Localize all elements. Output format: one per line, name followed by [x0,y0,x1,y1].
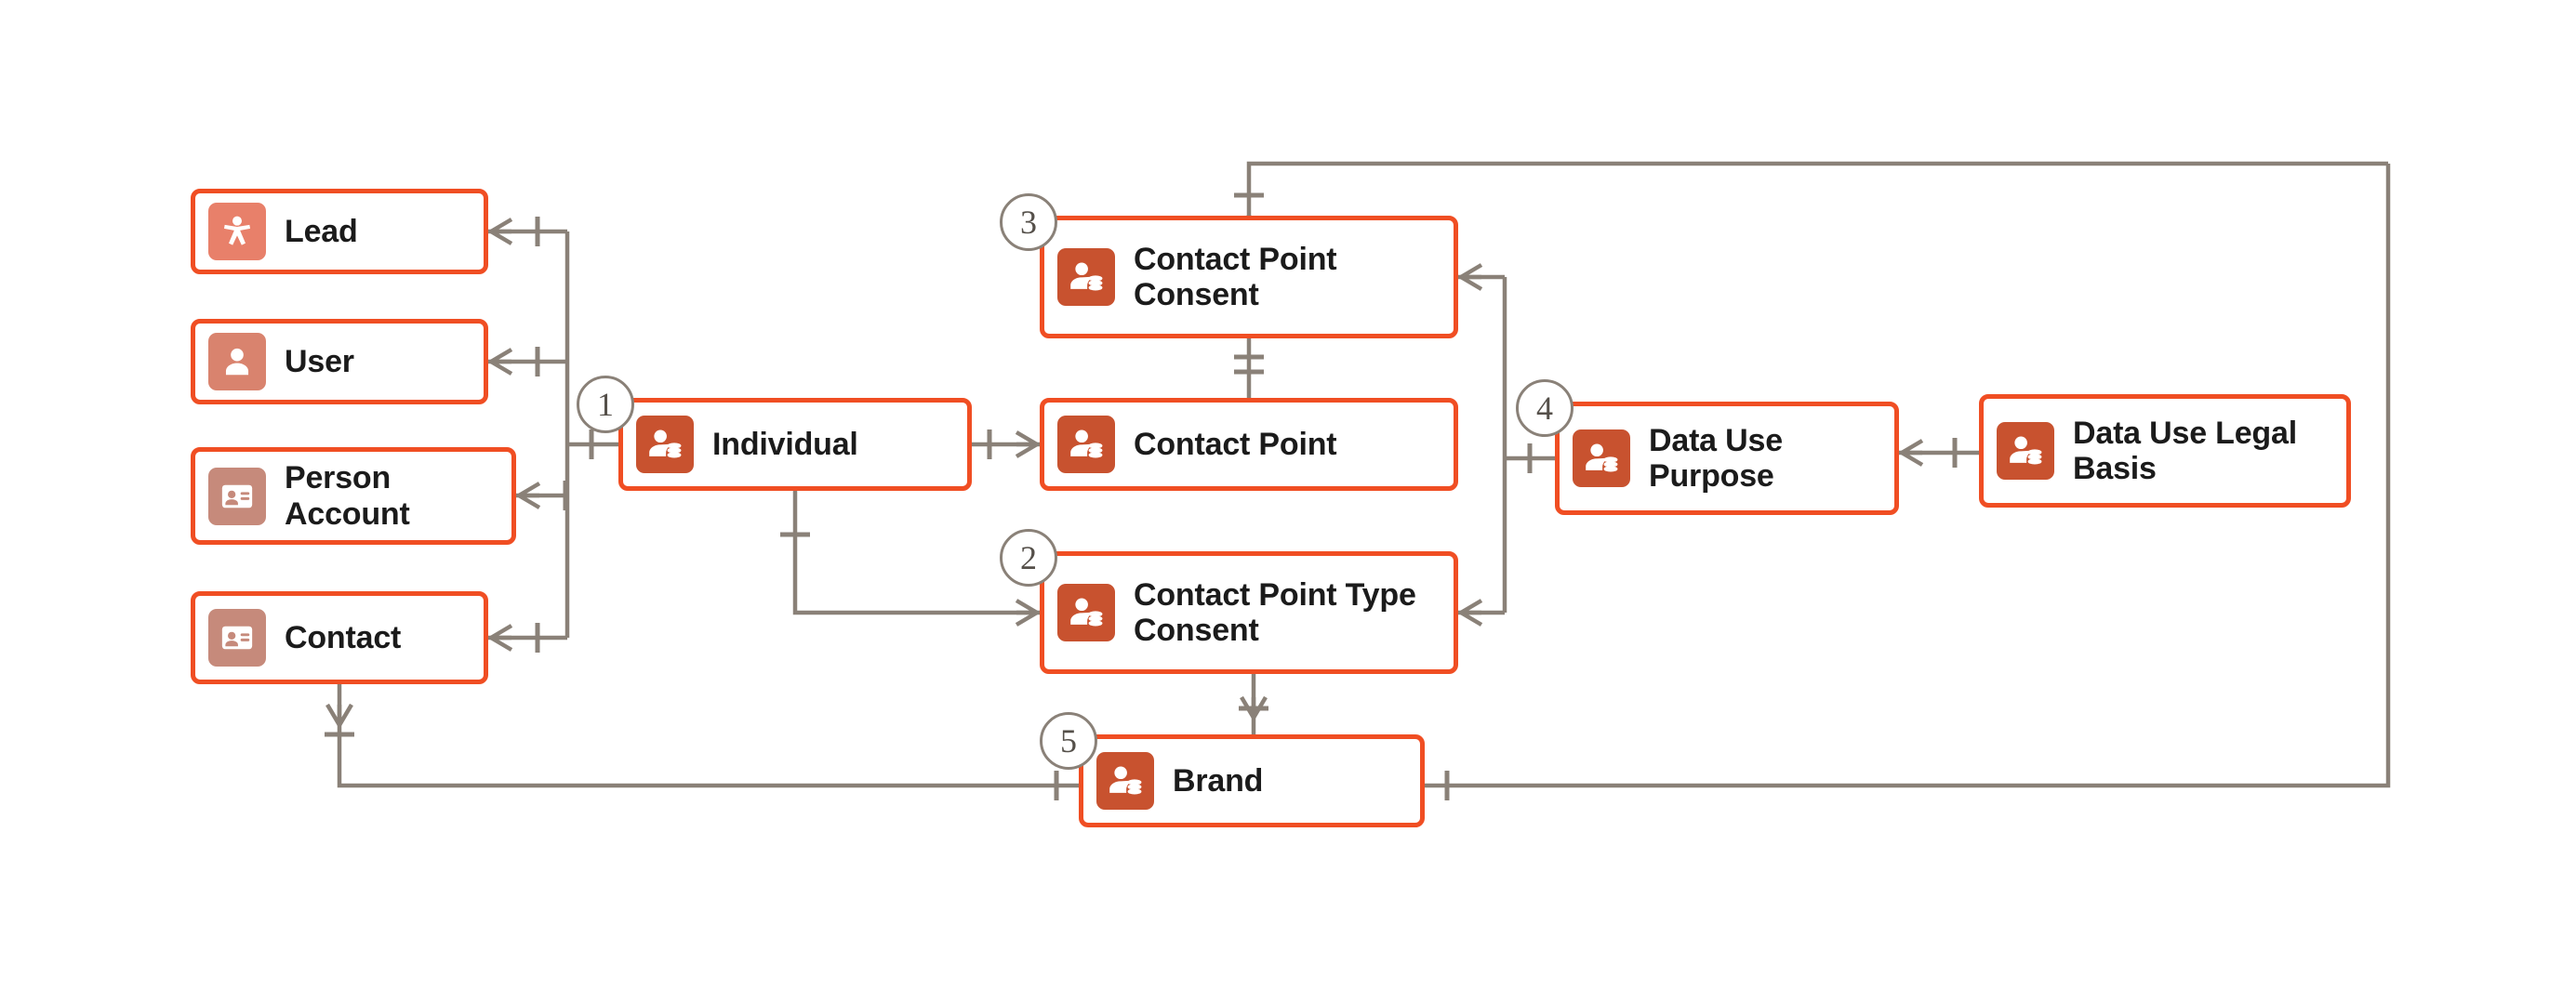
entity-node-lead[interactable]: Lead [191,189,488,274]
person-star-icon [208,203,266,260]
step-badge-2: 2 [1000,529,1057,587]
entity-label-user: User [285,343,354,379]
entity-label-contact-point: Contact Point [1134,426,1337,462]
entity-label-person-account: Person Account [285,460,410,532]
contact-card-icon [208,609,266,667]
step-badge-3: 3 [1000,193,1057,251]
entity-node-brand[interactable]: Brand [1079,734,1425,827]
step-badge-4: 4 [1516,379,1573,437]
entity-node-data-use-purpose[interactable]: Data Use Purpose [1555,402,1899,515]
step-badge-1: 1 [577,376,634,433]
entity-label-contact: Contact [285,619,402,655]
person-icon [208,333,266,390]
entity-node-contact[interactable]: Contact [191,591,488,684]
entity-node-contact-point[interactable]: Contact Point [1040,398,1458,491]
entity-node-data-use-legal[interactable]: Data Use Legal Basis [1979,394,2351,508]
entity-label-brand: Brand [1173,762,1264,799]
entity-node-user[interactable]: User [191,319,488,404]
entity-label-data-use-purpose: Data Use Purpose [1649,422,1783,494]
person-stack-icon [1096,752,1154,810]
entity-label-lead: Lead [285,213,358,249]
person-stack-icon [1057,248,1115,306]
step-badge-5: 5 [1040,712,1097,770]
entity-label-cpt-consent: Contact Point Type Consent [1134,576,1416,648]
person-stack-icon [1997,422,2054,480]
person-stack-icon [1057,584,1115,641]
person-stack-icon [1573,429,1630,487]
entity-node-cp-consent[interactable]: Contact Point Consent [1040,216,1458,338]
entity-node-individual[interactable]: Individual [618,398,972,491]
person-stack-icon [1057,416,1115,473]
entity-node-cpt-consent[interactable]: Contact Point Type Consent [1040,551,1458,674]
person-stack-icon [636,416,694,473]
entity-node-person-account[interactable]: Person Account [191,447,516,545]
entity-label-data-use-legal: Data Use Legal Basis [2073,415,2297,486]
contact-card-icon [208,467,266,525]
entity-label-individual: Individual [712,426,858,462]
entity-label-cp-consent: Contact Point Consent [1134,241,1337,312]
